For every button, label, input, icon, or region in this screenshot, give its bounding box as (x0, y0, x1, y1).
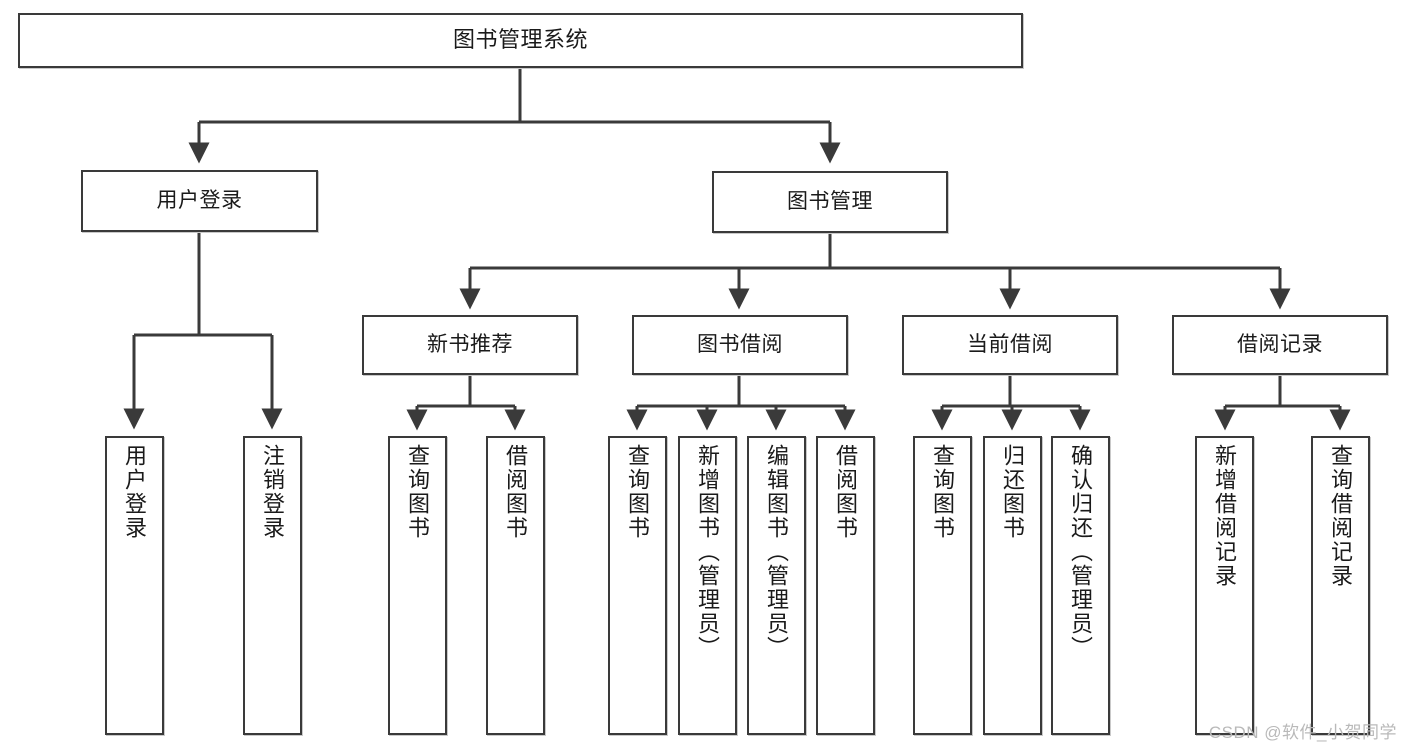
node-label: 查询图书 (930, 444, 956, 540)
node-label: 注销登录 (260, 444, 286, 540)
node-root-book-management-system[interactable]: 图书管理系统 (18, 13, 1023, 68)
leaf-current-borrow-query[interactable]: 查询图书 (913, 436, 972, 735)
node-label: 新增借阅记录 (1212, 444, 1238, 588)
node-label: 图书管理系统 (452, 27, 588, 53)
node-label: 查询图书 (405, 444, 431, 540)
leaf-new-book-query[interactable]: 查询图书 (388, 436, 447, 735)
leaf-user-login-login[interactable]: 用户登录 (105, 436, 164, 735)
node-label: 归还图书 (1000, 444, 1026, 540)
leaf-new-book-borrow[interactable]: 借阅图书 (486, 436, 545, 735)
leaf-current-borrow-confirm-return-admin[interactable]: 确认归还（管理员） (1051, 436, 1110, 735)
leaf-book-borrow-edit-admin[interactable]: 编辑图书（管理员） (747, 436, 806, 735)
leaf-borrow-record-query[interactable]: 查询借阅记录 (1311, 436, 1370, 735)
node-book-borrow[interactable]: 图书借阅 (632, 315, 848, 375)
node-label: 借阅记录 (1237, 333, 1323, 357)
node-label: 图书管理 (787, 190, 873, 214)
node-label: 编辑图书（管理员） (764, 444, 790, 660)
node-borrow-record[interactable]: 借阅记录 (1172, 315, 1388, 375)
node-label: 查询图书 (625, 444, 651, 540)
node-label: 当前借阅 (967, 333, 1053, 357)
node-label: 用户登录 (122, 444, 148, 540)
node-user-login[interactable]: 用户登录 (81, 170, 318, 232)
node-label: 新书推荐 (427, 333, 513, 357)
node-book-management[interactable]: 图书管理 (712, 171, 948, 233)
node-label: 确认归还（管理员） (1068, 444, 1094, 660)
node-label: 图书借阅 (697, 333, 783, 357)
leaf-book-borrow-borrow[interactable]: 借阅图书 (816, 436, 875, 735)
node-label: 查询借阅记录 (1328, 444, 1354, 588)
leaf-user-login-logout[interactable]: 注销登录 (243, 436, 302, 735)
node-current-borrow[interactable]: 当前借阅 (902, 315, 1118, 375)
leaf-book-borrow-query[interactable]: 查询图书 (608, 436, 667, 735)
node-label: 借阅图书 (833, 444, 859, 540)
leaf-book-borrow-add-admin[interactable]: 新增图书（管理员） (678, 436, 737, 735)
leaf-borrow-record-add[interactable]: 新增借阅记录 (1195, 436, 1254, 735)
node-label: 新增图书（管理员） (695, 444, 721, 660)
node-new-book-recommend[interactable]: 新书推荐 (362, 315, 578, 375)
node-label: 借阅图书 (503, 444, 529, 540)
node-label: 用户登录 (156, 189, 243, 213)
watermark-text: CSDN @软件_小贺同学 (1208, 723, 1397, 742)
leaf-current-borrow-return[interactable]: 归还图书 (983, 436, 1042, 735)
